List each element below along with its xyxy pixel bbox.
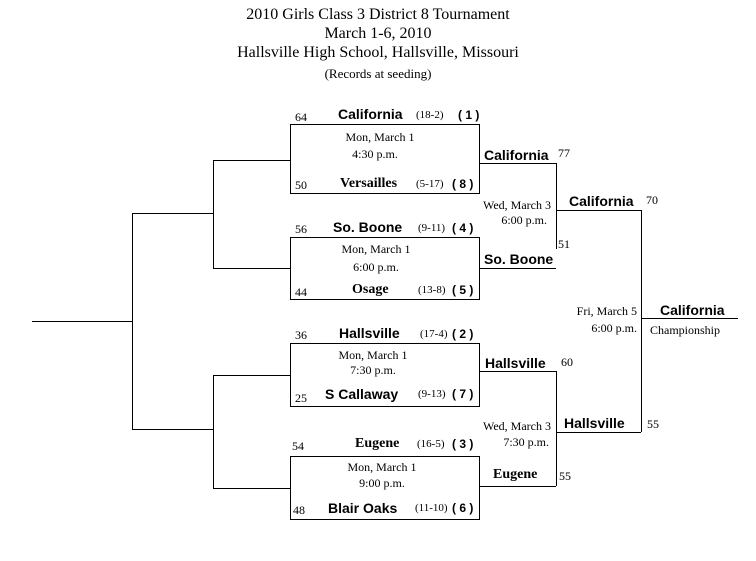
final-bottom-team: Hallsville: [564, 415, 625, 431]
tournament-location: Hallsville High School, Hallsville, Miss…: [237, 44, 519, 61]
game3-top-seed: ( 2 ): [452, 327, 474, 341]
semi1-top-score: 77: [558, 146, 570, 160]
final-time: 6:00 p.m.: [591, 321, 637, 335]
game1-bottom-team: Versailles: [340, 176, 398, 191]
game4-top-seed: ( 3 ): [452, 437, 474, 451]
semi1-top-team: California: [484, 147, 549, 163]
game1-top-score: 64: [295, 110, 307, 124]
champion-team: California: [660, 302, 725, 318]
tournament-title: 2010 Girls Class 3 District 8 Tournament: [246, 6, 510, 23]
semi2-top-team: Hallsville: [485, 355, 546, 371]
final-date: Fri, March 5: [576, 304, 637, 318]
game4-bottom-team: Blair Oaks: [328, 500, 398, 516]
game2-bottom-seed: ( 5 ): [452, 283, 474, 297]
game2-date: Mon, March 1: [341, 242, 411, 256]
game4-bottom-seed: ( 6 ): [452, 501, 474, 515]
records-note: (Records at seeding): [324, 66, 432, 81]
game4-bottom-score: 48: [293, 503, 305, 517]
game2-bottom-record: (13-8): [418, 284, 446, 296]
game2-bottom-team: Osage: [352, 282, 389, 297]
game2-top-record: (9-11): [418, 222, 446, 234]
game2-top-team: So. Boone: [333, 219, 403, 235]
semi2-date: Wed, March 3: [482, 419, 551, 433]
game3-bottom-record: (9-13): [418, 388, 446, 400]
game2-top-score: 56: [295, 222, 307, 236]
game3-top-record: (17-4): [420, 328, 448, 340]
game2-bottom-score: 44: [295, 285, 307, 299]
final-top-score: 70: [646, 193, 658, 207]
game1-bottom-seed: ( 8 ): [452, 177, 474, 191]
game1-top-team: California: [338, 106, 403, 122]
game1-bottom-record: (5-17): [416, 178, 444, 190]
semi1-bottom-team: So. Boone: [484, 251, 554, 267]
game3-top-team: Hallsville: [339, 325, 400, 341]
game3-top-score: 36: [295, 328, 307, 342]
semi1-time: 6:00 p.m.: [501, 213, 547, 227]
game2-top-seed: ( 4 ): [452, 221, 474, 235]
game4-time: 9:00 p.m.: [359, 476, 405, 490]
game3-bottom-score: 25: [295, 391, 307, 405]
game3-time: 7:30 p.m.: [350, 363, 396, 377]
game3-bottom-seed: ( 7 ): [452, 387, 474, 401]
semi1-date: Wed, March 3: [482, 198, 551, 212]
semi1-bottom-score: 51: [558, 237, 570, 251]
final-top-team: California: [569, 193, 634, 209]
game1-date: Mon, March 1: [345, 130, 415, 144]
semi2-bottom-team: Eugene: [493, 467, 538, 482]
champion-label: Championship: [650, 323, 721, 337]
game1-top-record: (18-2): [416, 109, 444, 121]
game1-time: 4:30 p.m.: [352, 147, 398, 161]
game3-date: Mon, March 1: [338, 348, 408, 362]
game4-top-score: 54: [292, 439, 304, 453]
game1-top-seed: ( 1 ): [458, 108, 480, 122]
game4-bottom-record: (11-10): [415, 502, 448, 514]
game2-time: 6:00 p.m.: [353, 260, 399, 274]
semi2-bottom-score: 55: [559, 469, 571, 483]
game3-bottom-team: S Callaway: [325, 386, 399, 402]
semi2-time: 7:30 p.m.: [503, 435, 549, 449]
game1-bottom-score: 50: [295, 178, 307, 192]
game4-date: Mon, March 1: [347, 460, 417, 474]
semi2-top-score: 60: [561, 355, 573, 369]
game4-top-team: Eugene: [355, 436, 400, 451]
tournament-dates: March 1-6, 2010: [324, 25, 432, 42]
final-bottom-score: 55: [647, 417, 659, 431]
game4-top-record: (16-5): [417, 438, 445, 450]
